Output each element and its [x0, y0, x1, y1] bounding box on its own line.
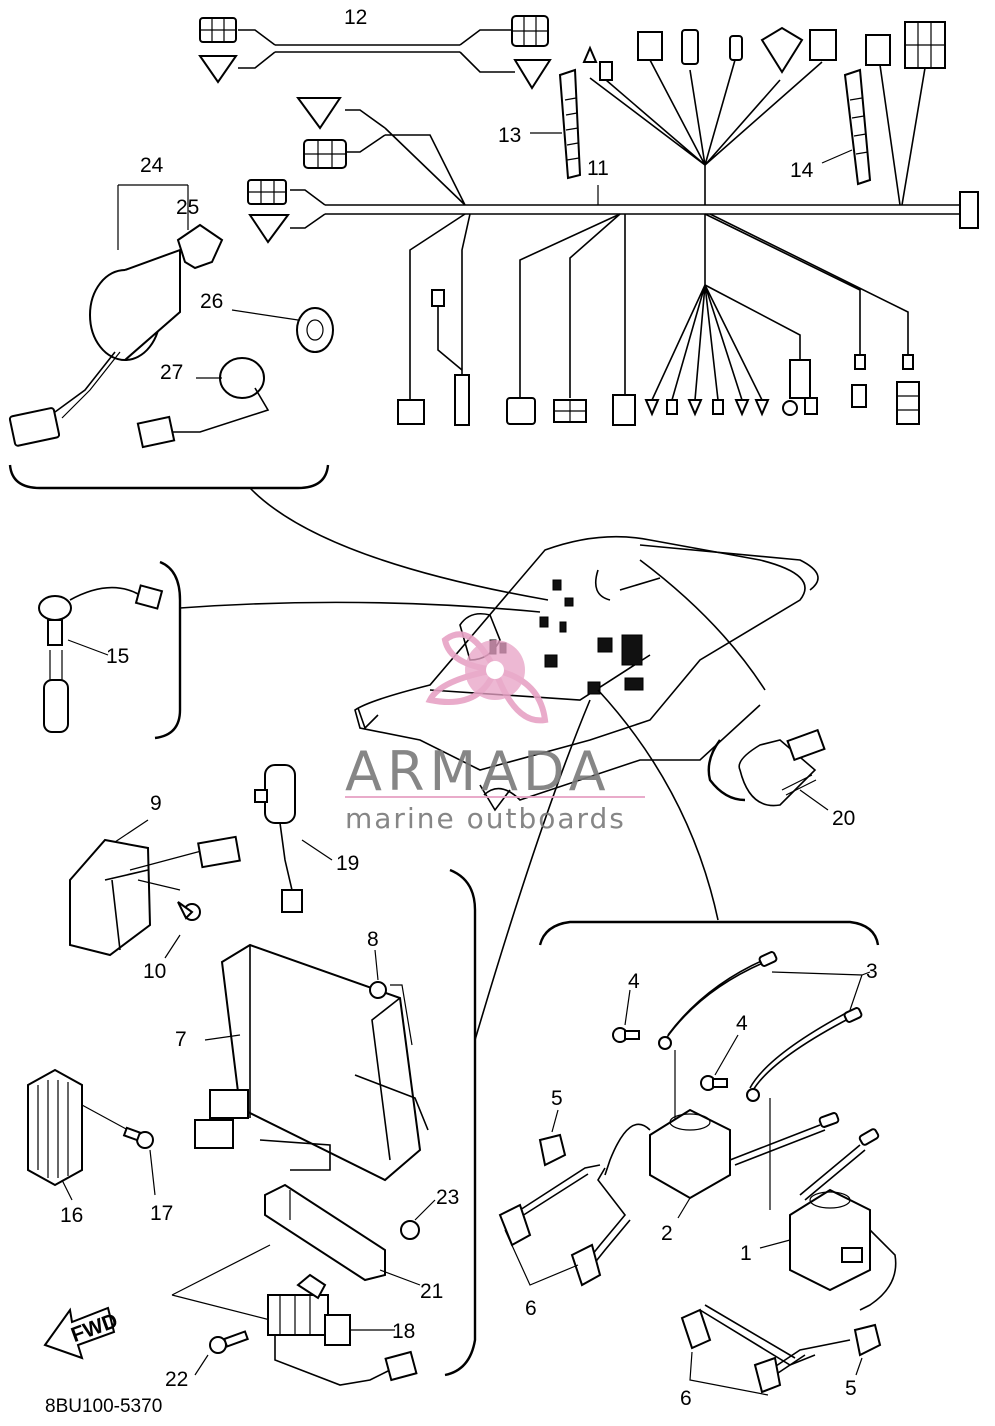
- main-switch-group: [8, 184, 334, 490]
- callout-1: 1: [740, 1242, 752, 1265]
- regulator-16: [27, 1068, 156, 1201]
- callout-19: 19: [336, 852, 359, 875]
- cable-band-20: [707, 728, 829, 811]
- callout-24: 24: [140, 154, 164, 177]
- callout-5b: 5: [845, 1377, 857, 1400]
- watermark-divider: [345, 796, 645, 798]
- rectifier-9: [69, 819, 241, 959]
- callout-8: 8: [367, 928, 379, 951]
- watermark-tagline: marine outboards: [345, 802, 626, 835]
- callout-5a: 5: [551, 1087, 563, 1110]
- callout-15: 15: [106, 645, 129, 668]
- sensor-15-group: [38, 560, 541, 740]
- sub-wire-harness-12: [198, 15, 552, 90]
- condenser-19: [254, 764, 333, 913]
- callout-27: 27: [160, 361, 183, 384]
- callout-labels: 1 2 3 4 4 5 5 6 6 7 8 9 10 11 12 13 14 1…: [60, 6, 878, 1410]
- callout-6b: 6: [680, 1387, 692, 1410]
- callout-17: 17: [150, 1202, 173, 1225]
- callout-14: 14: [790, 159, 814, 182]
- forward-direction-arrow: FWD: [43, 1306, 121, 1360]
- cable-tie-14: [821, 68, 872, 186]
- wire-harness-group: [198, 15, 979, 426]
- diagram-code: 8BU100-5370: [45, 1396, 162, 1417]
- callout-4b: 4: [736, 1012, 748, 1035]
- callout-13: 13: [498, 124, 521, 147]
- cdi-unit-7: [194, 868, 477, 1377]
- callout-18: 18: [392, 1320, 415, 1343]
- ignition-coil-group: [498, 920, 897, 1396]
- callout-23: 23: [436, 1186, 459, 1209]
- callout-22: 22: [165, 1368, 188, 1391]
- callout-10: 10: [143, 960, 166, 983]
- relay-assembly: [171, 1183, 436, 1386]
- callout-7: 7: [175, 1028, 187, 1051]
- cable-tie-13: [530, 68, 582, 180]
- callout-25: 25: [176, 196, 199, 219]
- callout-6a: 6: [525, 1297, 537, 1320]
- armada-watermark: ARMADA marine outboards: [345, 631, 645, 835]
- watermark-brand-name: ARMADA: [345, 740, 611, 803]
- callout-12: 12: [344, 6, 367, 29]
- callout-16: 16: [60, 1204, 83, 1227]
- main-wire-harness-11: [247, 21, 979, 426]
- callout-20: 20: [832, 807, 855, 830]
- callout-3: 3: [866, 960, 878, 983]
- callout-4a: 4: [628, 970, 640, 993]
- callout-9: 9: [150, 792, 162, 815]
- callout-2: 2: [661, 1222, 673, 1245]
- callout-21: 21: [420, 1280, 443, 1303]
- propeller-logo-icon: [425, 631, 549, 724]
- callout-11: 11: [587, 157, 609, 180]
- callout-26: 26: [200, 290, 223, 313]
